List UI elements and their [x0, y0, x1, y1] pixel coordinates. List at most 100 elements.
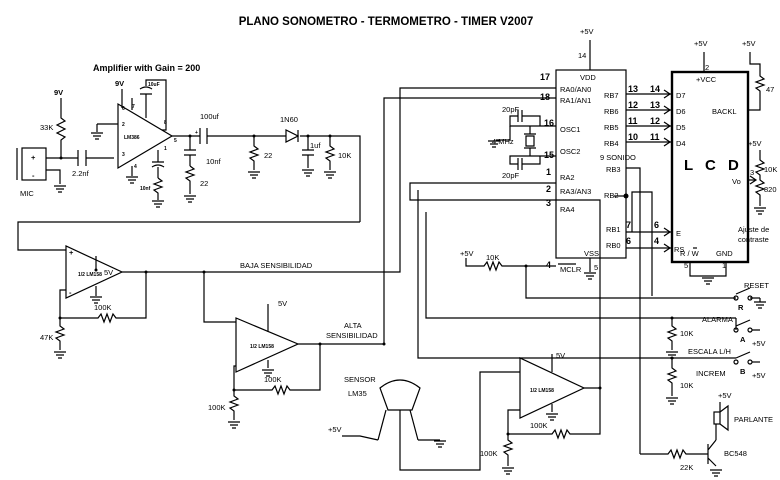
mic-label: MIC: [20, 189, 34, 198]
low-rg-label: 47K: [40, 333, 53, 342]
crystal-freq: 4 MHz: [492, 137, 514, 146]
escala-5v: +5V: [752, 371, 766, 380]
pin-4: 4: [134, 164, 137, 170]
speaker-5v: +5V: [718, 391, 732, 400]
pin-num-1: 1: [546, 167, 551, 177]
bypass-cap-label: 10nf: [140, 186, 151, 192]
mcu-vdd: VDD: [580, 73, 596, 82]
sensor-5v: +5V: [328, 425, 342, 434]
crystal-c1-label: 20pF: [502, 105, 520, 114]
alarma-r-label: 10K: [680, 329, 693, 338]
opamp-high-sensitivity: 1/2 LM158: [235, 317, 300, 373]
contrast-note-2: contraste: [738, 235, 769, 244]
high-rf-label: 100K: [264, 375, 282, 384]
lcd-vo: Vo: [732, 177, 741, 186]
opamp-low-sensitivity: 1/2 LM158 + -: [65, 245, 124, 299]
lcd-vo-pin: 3: [750, 168, 754, 177]
alarma-label: ALARMA: [702, 315, 733, 324]
diode-1n60: [285, 129, 300, 143]
det-r-label: 22: [264, 151, 272, 160]
mcu-5v: +5V: [580, 27, 594, 36]
pin-name-rb0: RB0: [606, 241, 621, 250]
output-cap-label: 100uf: [200, 112, 220, 121]
alarma-button[interactable]: A: [733, 319, 753, 344]
high-rg-label: 100K: [208, 403, 226, 412]
reset-key: R: [738, 303, 744, 312]
transistor-label: BC548: [724, 449, 747, 458]
pin-num-4: 4: [546, 260, 551, 270]
pin-num-17: 17: [540, 72, 550, 82]
pin-name-osc1: OSC1: [560, 125, 580, 134]
speaker-label: PARLANTE: [734, 415, 773, 424]
pin-name-rb1: RB1: [606, 225, 621, 234]
opamp-low-plus: +: [69, 248, 74, 257]
lcd-pin-5: 5: [684, 261, 688, 270]
gain-cap-label: 10uF: [148, 82, 160, 88]
pin-name-rb3: RB3: [606, 165, 621, 174]
zobel-r-label: 22: [200, 179, 208, 188]
reset-button[interactable]: R: [733, 287, 760, 312]
alarma-key: A: [740, 335, 746, 344]
opamp-temp-label: 1/2 LM158: [530, 388, 554, 394]
lcd-title: L C D: [684, 157, 743, 174]
lcd-rs: RS: [674, 245, 684, 254]
supply-9v-a: 9V: [54, 88, 63, 97]
microphone: + - MIC: [16, 147, 47, 198]
lcd-vcc: +VCC: [696, 75, 717, 84]
pin-5: 5: [174, 138, 177, 144]
pin-1: 1: [164, 146, 167, 152]
input-capacitor: [77, 150, 87, 166]
mcu-vss-pin: 5: [594, 263, 598, 272]
pin-num-3: 3: [546, 198, 551, 208]
det-cap-label: 1uf: [310, 141, 321, 150]
pic-microcontroller: [555, 69, 627, 259]
pin-name-rb6: RB6: [604, 107, 619, 116]
input-capacitor-label: 2.2nf: [72, 169, 90, 178]
pin-name-ra2: RA2: [560, 173, 575, 182]
r-33k-label: 33K: [40, 123, 53, 132]
lcd-d6: D6: [676, 107, 686, 116]
lcd-5v: +5V: [694, 39, 708, 48]
low-sens-net: BAJA SENSIBILIDAD: [240, 261, 313, 270]
reset-label: RESET: [744, 281, 769, 290]
amplifier-caption: Amplifier with Gain = 200: [93, 63, 200, 73]
lcd-d7: D7: [676, 91, 686, 100]
pin-num-7: 7: [626, 220, 631, 230]
escala-key: B: [740, 367, 746, 376]
pin-7: 7: [132, 104, 135, 110]
bc548-transistor: [707, 439, 717, 467]
pin-2: 2: [122, 122, 125, 128]
opamp-temperature: 1/2 LM158: [519, 357, 586, 419]
pin-num-12: 12: [628, 100, 638, 110]
out-plus: +: [195, 130, 198, 136]
sensor-part: LM35: [348, 389, 367, 398]
lcd-d5: D5: [676, 123, 686, 132]
pin-name-rb4: RB4: [604, 139, 619, 148]
lm35-sensor: [377, 379, 421, 446]
lcd-module: L C D: [670, 70, 750, 264]
escala-button[interactable]: B: [733, 351, 753, 376]
contrast-r-a: 10K: [764, 165, 777, 174]
sensor-label: SENSOR: [344, 375, 376, 384]
pin-name-rb7: RB7: [604, 91, 619, 100]
pin-name-ra4: RA4: [560, 205, 575, 214]
lm386-amplifier: LM386 6 2 3 4 7 8 1 5: [117, 102, 177, 170]
lcd-e: E: [676, 229, 681, 238]
opamp-low-5v: 5V: [104, 268, 113, 277]
mic-plus: +: [31, 153, 36, 162]
opamp-temp-5v: 5V: [556, 351, 565, 360]
lm386-label: LM386: [124, 135, 140, 141]
pin-num-6: 6: [626, 236, 631, 246]
pin-num-10: 10: [628, 132, 638, 142]
backl-5v: +5V: [742, 39, 756, 48]
speaker: [713, 404, 729, 432]
diode-label: 1N60: [280, 115, 298, 124]
pin-num-18: 18: [540, 92, 550, 102]
temp-rf-label: 100K: [530, 421, 548, 430]
crystal-c2-label: 20pF: [502, 171, 520, 180]
high-sens-net-2: SENSIBILIDAD: [326, 331, 378, 340]
escala-label: ESCALA L/H: [688, 347, 731, 356]
pin-num-11: 11: [628, 116, 638, 126]
lcd-pin-6: 6: [654, 220, 659, 230]
pin-num-15: 15: [544, 150, 554, 160]
